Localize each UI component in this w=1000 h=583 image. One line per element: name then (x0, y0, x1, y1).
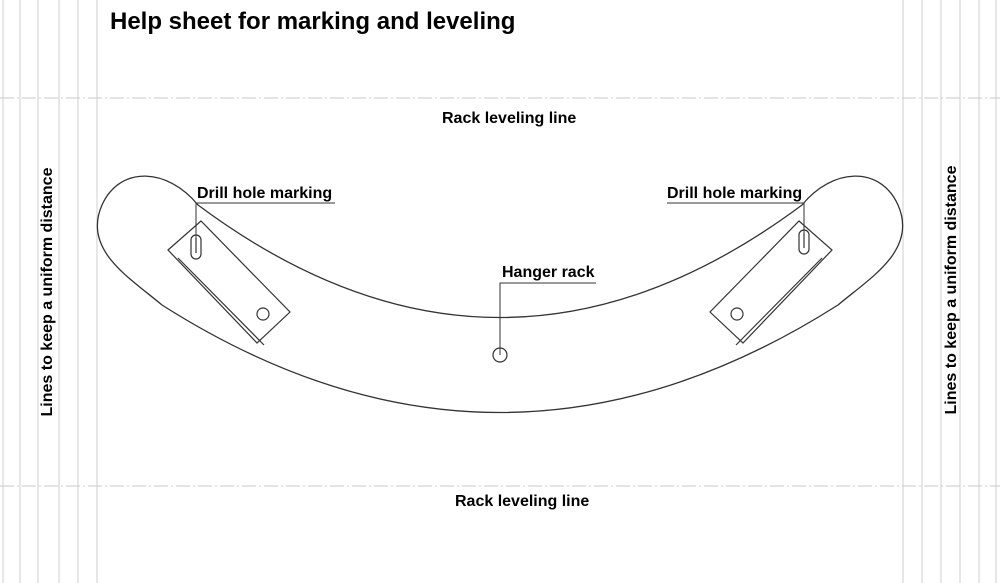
right-screw-hole (730, 307, 744, 321)
drill-hole-label-left: Drill hole marking (197, 185, 333, 202)
leader-drill-left (195, 202, 335, 240)
rack-leveling-label-bottom: Rack leveling line (455, 493, 590, 510)
hanger-rack-label: Hanger rack (502, 264, 595, 281)
leader-hanger (499, 282, 596, 355)
left-screw-hole (256, 307, 270, 321)
rack-leveling-label-top: Rack leveling line (442, 110, 577, 127)
rack-outline (96, 175, 904, 414)
left-bracket (167, 220, 291, 346)
right-bracket-inner-edge (735, 257, 823, 346)
right-uniform-distance-lines (902, 0, 997, 583)
right-bracket (709, 220, 833, 346)
leader-lines (195, 202, 805, 355)
uniform-distance-label-right: Lines to keep a uniform distance (943, 165, 960, 415)
left-bracket-plate (167, 220, 291, 344)
left-uniform-distance-lines (2, 0, 98, 583)
left-bracket-inner-edge (177, 257, 265, 346)
page-title: Help sheet for marking and leveling (110, 8, 516, 35)
right-bracket-plate (709, 220, 833, 344)
leader-drill-right (667, 202, 805, 234)
horizontal-guide-lines (0, 97, 1000, 487)
uniform-distance-label-left: Lines to keep a uniform distance (39, 167, 56, 417)
drill-hole-label-right: Drill hole marking (667, 185, 803, 202)
